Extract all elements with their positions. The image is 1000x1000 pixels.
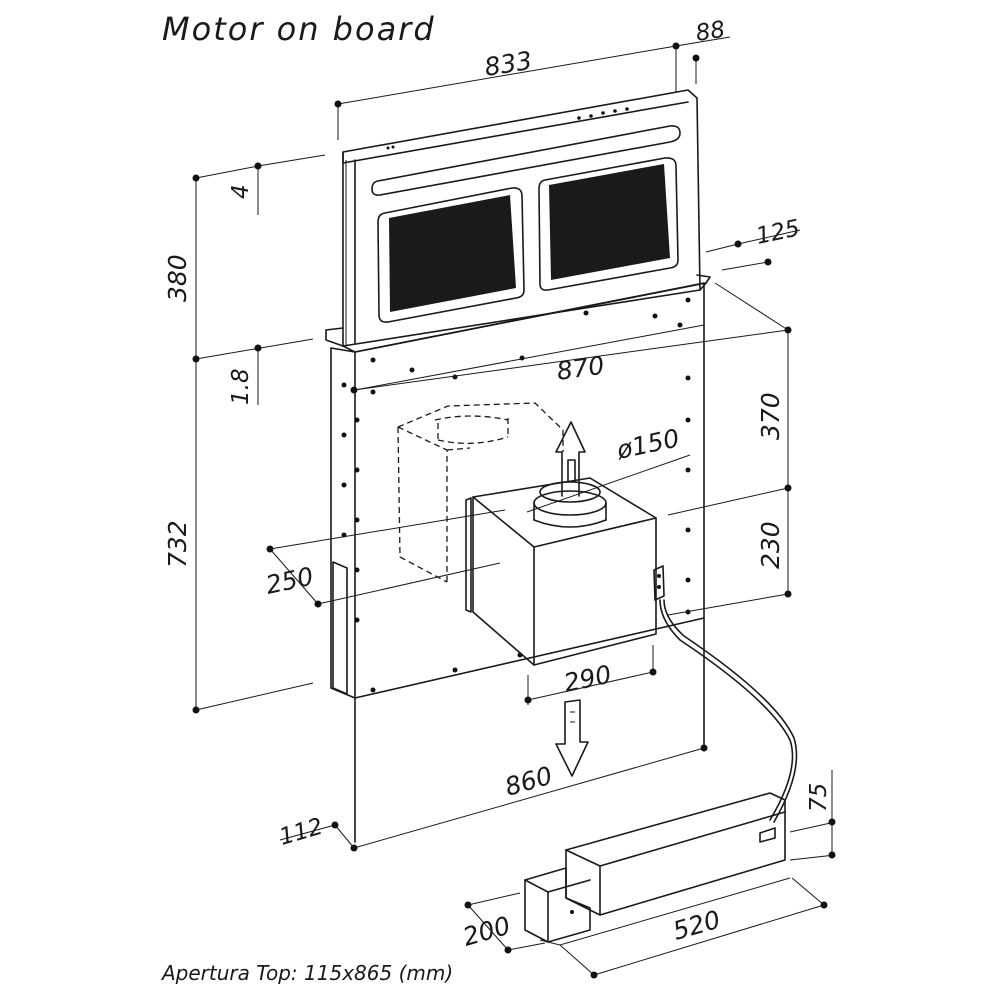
dim-motor-width: 290 <box>561 660 614 698</box>
duct-collar <box>533 481 607 528</box>
dim-glass-thickness: 4 <box>228 184 254 199</box>
dim-control-box-height: 75 <box>806 783 832 812</box>
dim-duct-diameter: ø150 <box>613 423 682 465</box>
dim-body-width: 870 <box>555 351 606 386</box>
alt-motor-position <box>397 402 564 583</box>
dim-control-box-depth: 200 <box>460 911 514 952</box>
dim-upper-height: 370 <box>756 392 785 440</box>
dimension-lines <box>192 36 836 979</box>
dim-depth-side: 125 <box>754 215 802 250</box>
dim-bottom-width: 860 <box>502 761 556 802</box>
dim-width-top: 833 <box>482 46 534 82</box>
power-cable <box>659 599 794 821</box>
dim-offset-top: 88 <box>694 17 727 47</box>
frame-extension <box>354 617 705 843</box>
dim-frame-thickness: 1.8 <box>228 368 254 405</box>
dim-lower-height: 230 <box>756 521 785 569</box>
control-leds <box>386 107 629 150</box>
dimension-labels: 833 88 4 380 1.8 125 870 370 ø150 230 25… <box>163 17 832 952</box>
dim-bottom-extension: 112 <box>276 814 325 851</box>
hood-panel <box>342 89 701 347</box>
dim-total-height: 732 <box>163 520 192 568</box>
left-grille <box>377 187 525 323</box>
airflow-down-arrow <box>555 699 589 777</box>
drawing-title: Motor on board <box>162 10 436 48</box>
motor-block <box>465 421 665 666</box>
dim-motor-depth: 250 <box>263 562 316 600</box>
footer-note: Apertura Top: 115x865 (mm) <box>160 961 453 985</box>
control-box <box>524 792 791 946</box>
airflow-up-arrow <box>555 421 586 497</box>
right-grille <box>538 157 679 291</box>
dim-visible-height: 380 <box>163 254 192 302</box>
